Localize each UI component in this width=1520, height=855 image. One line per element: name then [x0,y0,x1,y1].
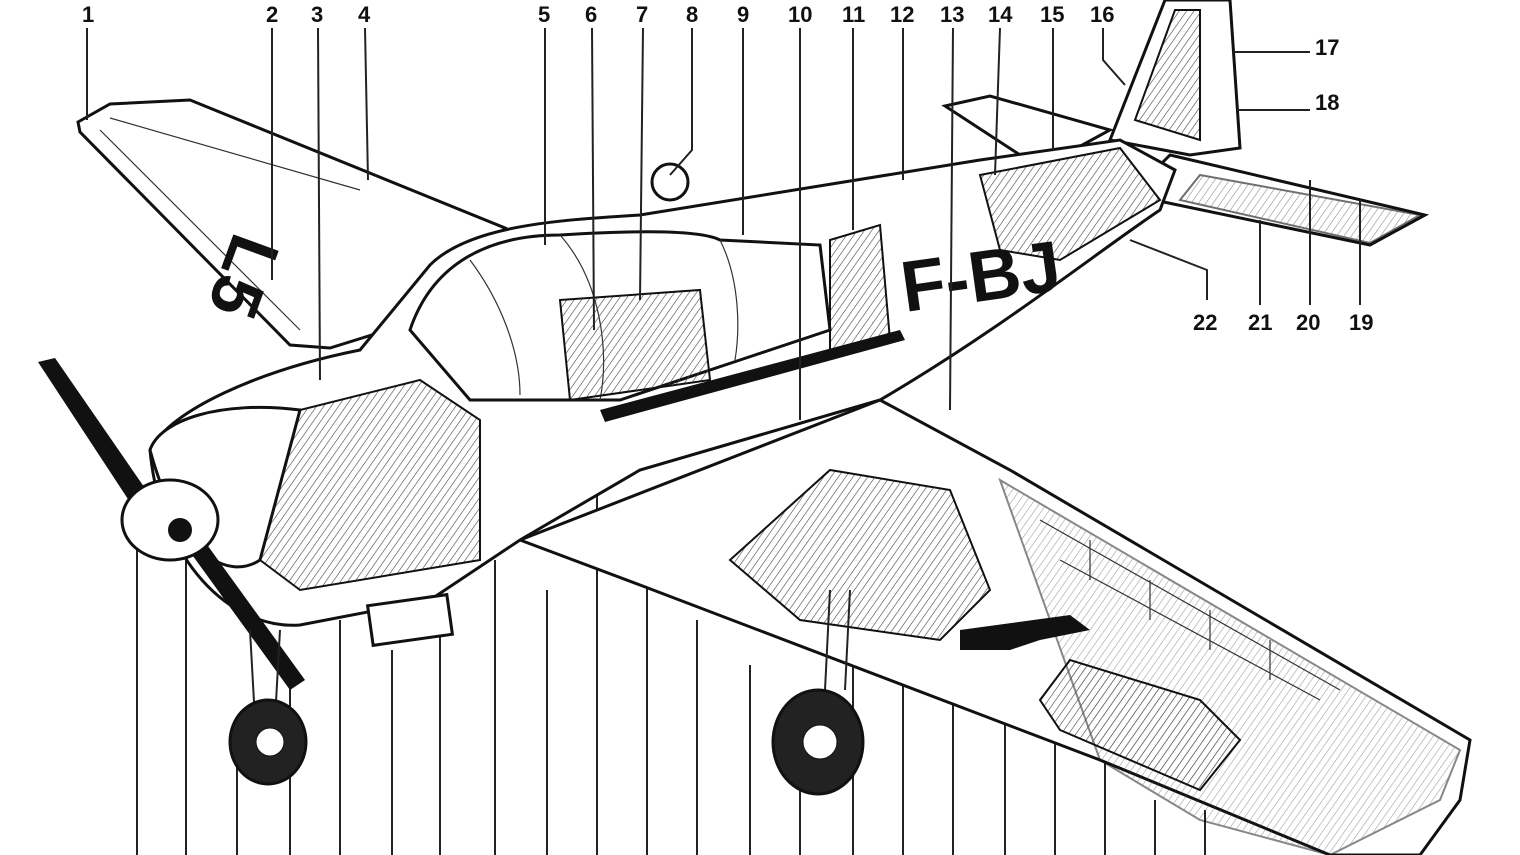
aileron-cutaway [1038,658,1242,792]
callout-10: 10 [788,2,812,27]
callout-20: 20 [1296,310,1320,335]
right-wing-shading [998,477,1462,855]
engine-cutaway [248,378,481,592]
propeller-spinner [120,478,220,562]
fin-structure [1133,9,1201,142]
callout-8: 8 [686,2,698,27]
callout-22: 22 [1193,310,1217,335]
callout-15: 15 [1040,2,1064,27]
callout-14: 14 [988,2,1013,27]
callout-18: 18 [1315,90,1339,115]
baggage-compartment [829,223,892,352]
callout-17: 17 [1315,35,1339,60]
callout-12: 12 [890,2,914,27]
wing-structure-cutaway [728,468,992,642]
antenna-loop [650,162,690,202]
callout-6: 6 [585,2,597,27]
callout-7: 7 [636,2,648,27]
propeller-blade-upper [38,358,160,525]
wing-marking-bar [960,615,1090,650]
callout-19: 19 [1349,310,1373,335]
callout-4: 4 [358,2,371,27]
callouts-top: 1 2 3 4 5 6 7 8 9 10 11 12 13 14 15 16 [82,2,1114,27]
callouts-tail: 17 18 22 21 20 19 [1193,35,1373,335]
nose-wheel-hub [255,727,285,757]
fuselage-stripe [600,330,905,422]
callout-1: 1 [82,2,94,27]
callout-3: 3 [311,2,323,27]
callout-2: 2 [266,2,278,27]
callout-13: 13 [940,2,964,27]
oil-cooler [365,592,455,648]
wing-ribs [1039,519,1341,701]
callout-5: 5 [538,2,550,27]
callout-16: 16 [1090,2,1114,27]
callout-9: 9 [737,2,749,27]
callout-21: 21 [1248,310,1272,335]
propeller-blade-lower [185,535,305,690]
callout-11: 11 [842,2,865,27]
main-wheel-hub [802,724,838,760]
spinner-hub [168,518,192,542]
cabin-seats [558,288,712,402]
top-leader-lines [86,27,1361,420]
rear-fuselage-cutaway [978,146,1162,262]
main-gear-strut [824,589,851,691]
